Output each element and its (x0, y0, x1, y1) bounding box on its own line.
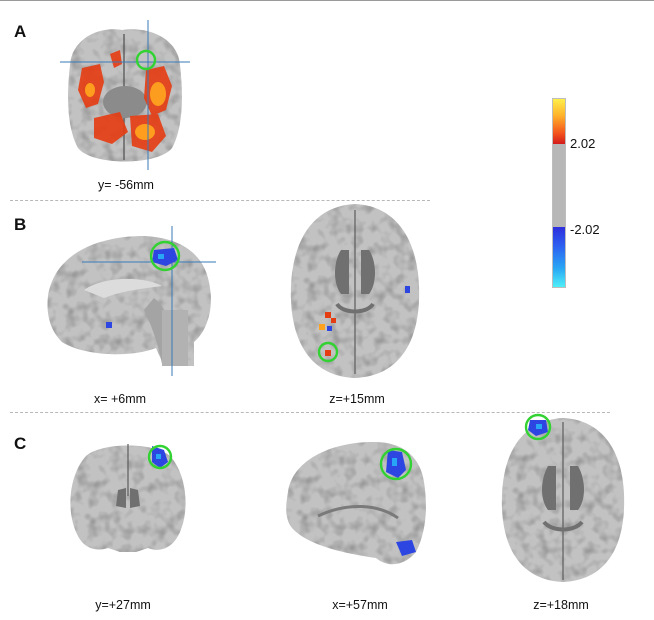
panel-divider-bc (10, 412, 610, 413)
axial-slice-c (501, 413, 625, 582)
panel-label-a: A (14, 22, 27, 41)
coord-label-b2: z=+15mm (329, 392, 385, 406)
panel-label-b: B (14, 215, 27, 234)
axial-slice-a (60, 20, 190, 170)
roi-marker-circle (135, 49, 157, 71)
colorbar (552, 98, 566, 288)
roi-marker-circle (379, 447, 413, 481)
colorbar-negative-threshold: -2.02 (570, 222, 600, 237)
roi-marker-circle (524, 413, 552, 441)
sagittal-slice-b (47, 226, 216, 376)
colorbar-positive-threshold: 2.02 (570, 136, 596, 151)
coord-label-c3: z=+18mm (533, 598, 589, 612)
panel-label-c: C (14, 434, 27, 453)
coord-label-a: y= -56mm (98, 178, 154, 192)
top-rule (0, 0, 654, 1)
coord-label-b1: x= +6mm (93, 392, 147, 406)
axial-slice-b (290, 204, 420, 378)
coronal-slice-c (70, 444, 186, 552)
roi-marker-circle (317, 341, 339, 363)
roi-marker-circle (149, 240, 181, 272)
roi-marker-circle (147, 444, 173, 470)
coord-label-c2: x=+57mm (332, 598, 388, 612)
coord-label-c1: y=+27mm (95, 598, 151, 612)
panel-divider-ab (10, 200, 430, 201)
sagittal-slice-c (286, 442, 426, 565)
